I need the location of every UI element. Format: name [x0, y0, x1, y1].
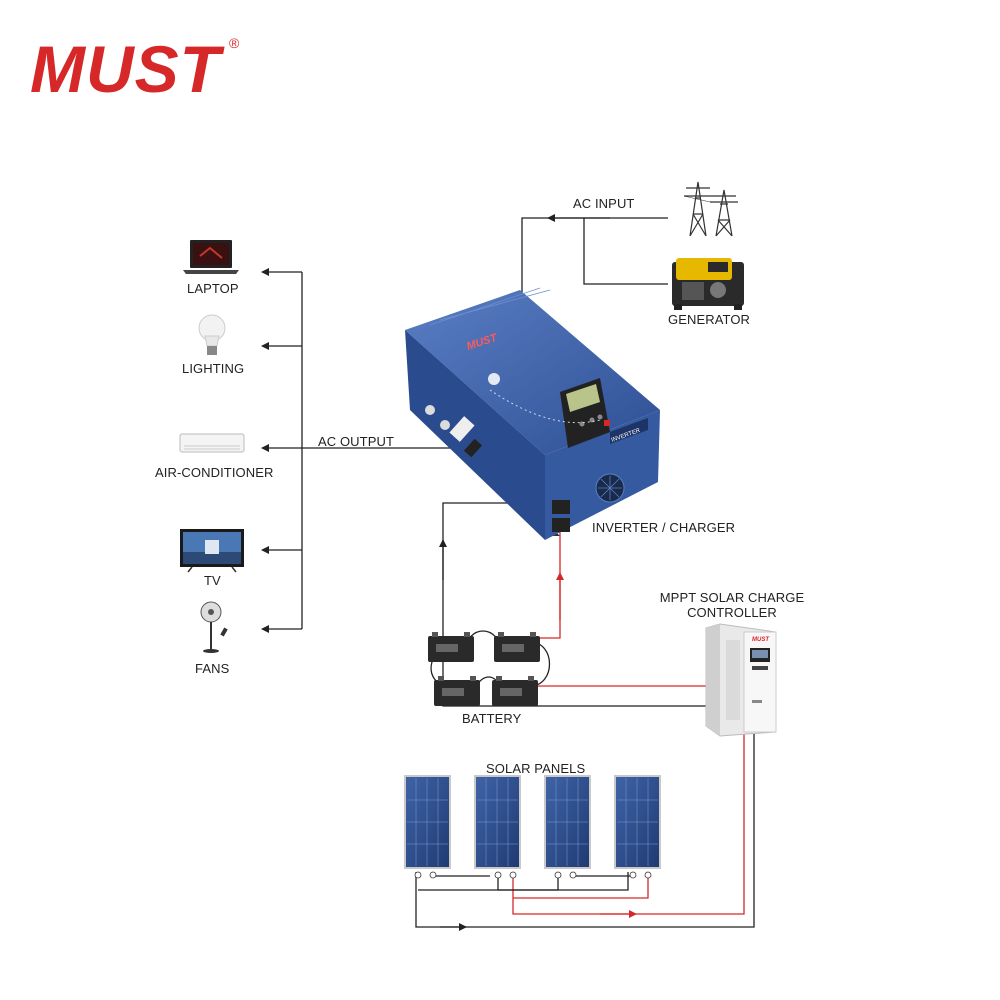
battery-bank: [428, 632, 540, 706]
ac-output-label: AC OUTPUT: [318, 434, 395, 449]
mppt-label-line1: MPPT SOLAR CHARGE: [659, 590, 805, 605]
solar-panel-icon: [404, 775, 451, 869]
laptop-icon: [183, 240, 239, 274]
fans-label: FANS: [195, 661, 230, 676]
air-conditioner-label: AIR-CONDITIONER: [155, 465, 274, 480]
generator-label: GENERATOR: [668, 312, 751, 327]
air-conditioner-icon: [179, 433, 245, 453]
panel-junction-boxes: [414, 871, 652, 879]
inverter-icon: MUST INVERTER: [405, 287, 660, 540]
registered-mark: ®: [229, 35, 240, 51]
charge-controller-icon: MUST: [705, 623, 777, 737]
ac-input-label: AC INPUT: [573, 196, 635, 211]
light-bulb-icon: [198, 314, 226, 355]
battery-icon: [494, 632, 540, 662]
inverter-charger-label: INVERTER / CHARGER: [592, 520, 736, 535]
solar-panels-label: SOLAR PANELS: [486, 761, 586, 776]
tv-label: TV: [204, 573, 221, 588]
lighting-label: LIGHTING: [182, 361, 245, 376]
solar-panel-icon: [544, 775, 591, 869]
solar-panel-array: [404, 775, 661, 879]
battery-label: BATTERY: [462, 711, 522, 726]
battery-icon: [428, 632, 474, 662]
brand-logo: MUST: [30, 32, 221, 106]
battery-icon: [434, 676, 480, 706]
battery-icon: [492, 676, 538, 706]
solar-wires: [415, 732, 755, 931]
solar-panel-icon: [474, 775, 521, 869]
solar-panel-icon: [614, 775, 661, 869]
laptop-label: LAPTOP: [187, 281, 239, 296]
controller-brand-text: MUST: [752, 637, 770, 643]
generator-icon: [672, 258, 744, 310]
fan-icon: [200, 601, 228, 653]
ac-input-wires: [521, 214, 668, 300]
tv-icon: [180, 529, 244, 573]
mppt-label-line2: CONTROLLER: [687, 605, 777, 620]
ac-output-wires: [261, 268, 468, 633]
transmission-tower-icon: [683, 181, 738, 237]
